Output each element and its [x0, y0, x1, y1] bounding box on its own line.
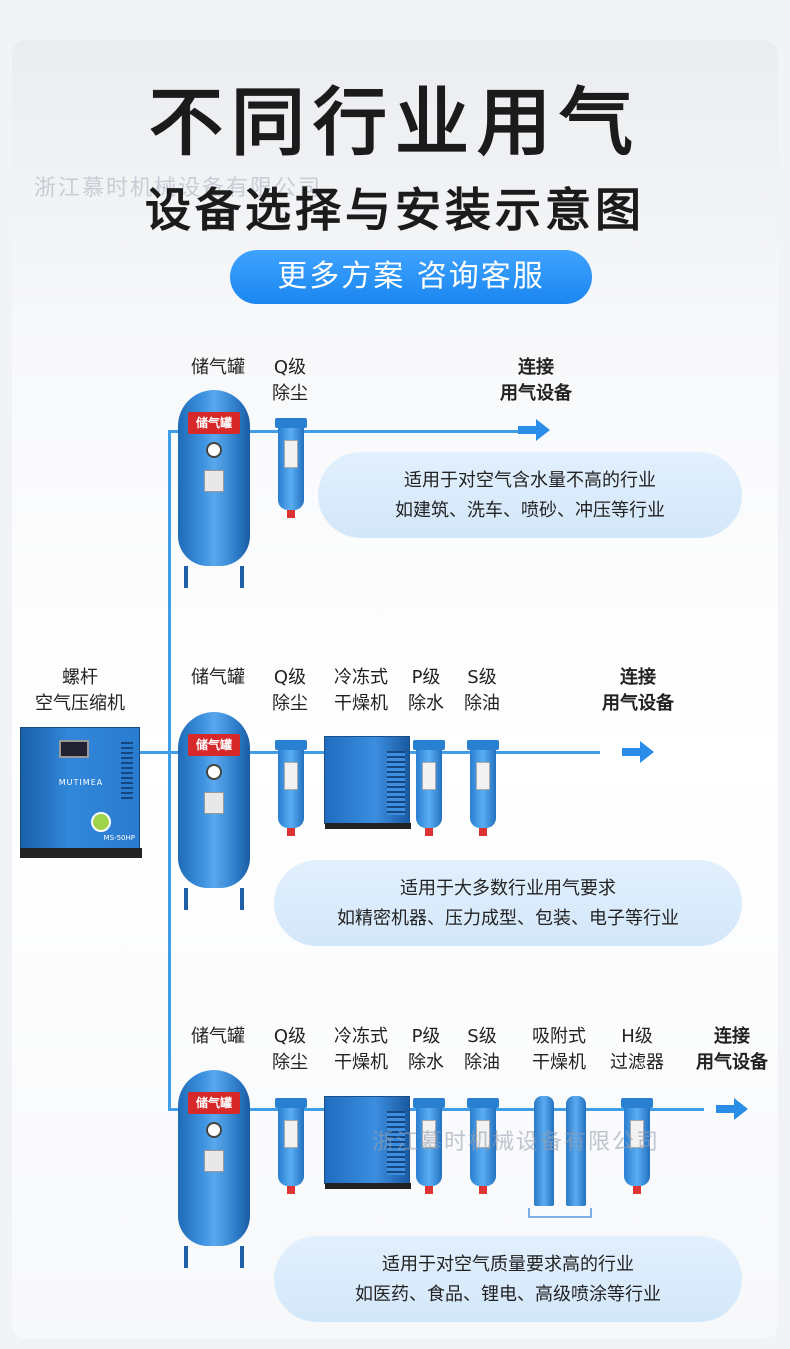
dryer-grill [387, 751, 405, 815]
drain-valve-icon [287, 510, 295, 518]
compressor-base [20, 848, 142, 858]
row3-tank-legs [184, 1246, 244, 1268]
row3-tank-tag: 储气罐 [188, 1092, 240, 1114]
filter-label [284, 1120, 298, 1148]
row3-q-filter [275, 1098, 307, 1194]
row2-label-s: S级 除油 [464, 667, 500, 714]
nameplate [204, 470, 224, 492]
row3-p-filter [413, 1098, 445, 1194]
filter-label [422, 1120, 436, 1148]
screw-compressor: MUTIMEA MS-50HP [20, 727, 142, 858]
filter-label [476, 1120, 490, 1148]
row3-right-arrow-icon [716, 1098, 748, 1120]
row3-label-dryer: 冷冻式 干燥机 [334, 1026, 388, 1073]
row2-label-p: P级 除水 [408, 667, 444, 714]
drain-valve-icon [425, 1186, 433, 1194]
row2-label-dryer: 冷冻式 干燥机 [334, 667, 388, 714]
drain-valve-icon [287, 1186, 295, 1194]
page-title: 不同行业用气 [149, 80, 641, 166]
nameplate [204, 1150, 224, 1172]
row2-tank-tag: 储气罐 [188, 734, 240, 756]
row3-s-filter [467, 1098, 499, 1194]
row2-s-filter [467, 740, 499, 836]
row1-right-arrow-icon [518, 419, 550, 441]
row2-connect-label: 连接 用气设备 [602, 667, 674, 714]
row2-right-arrow-icon [622, 741, 654, 763]
dryer-grill [387, 1111, 405, 1175]
dryer-base [325, 823, 411, 829]
row3-h-filter [621, 1098, 653, 1194]
row1-q-filter [275, 418, 307, 518]
row1-label-q: Q级 除尘 [272, 357, 308, 404]
filter-label [284, 762, 298, 790]
row2-refrigerated-dryer [324, 736, 411, 829]
nameplate [204, 792, 224, 814]
row3-desc-line2: 如医药、食品、锂电、高级喷涂等行业 [355, 1284, 661, 1305]
row1-pipe [168, 430, 518, 433]
eco-logo-icon [91, 812, 111, 832]
row1-description: 适用于对空气含水量不高的行业 如建筑、洗车、喷砂、冲压等行业 [318, 452, 742, 538]
page-subtitle: 设备选择与安装示意图 [145, 183, 645, 237]
adsorption-column-left [534, 1096, 554, 1206]
main-vertical-pipe [168, 430, 171, 1111]
row1-desc-line1: 适用于对空气含水量不高的行业 [404, 470, 656, 491]
watermark-top: 浙江慕时机械设备有限公司 [34, 176, 323, 201]
adsorption-frame [528, 1208, 592, 1218]
pressure-gauge-icon [206, 764, 222, 780]
row3-label-tank: 储气罐 [191, 1026, 245, 1047]
row1-tank-tag: 储气罐 [188, 412, 240, 434]
control-panel [59, 740, 89, 758]
pressure-gauge-icon [206, 442, 222, 458]
row3-connect-label: 连接 用气设备 [696, 1026, 768, 1073]
row3-air-tank: 储气罐 [178, 1070, 250, 1246]
row2-description: 适用于大多数行业用气要求 如精密机器、压力成型、包装、电子等行业 [274, 860, 742, 946]
drain-valve-icon [479, 1186, 487, 1194]
row1-tank-legs [184, 566, 244, 588]
row2-q-filter [275, 740, 307, 836]
row1-label-tank: 储气罐 [191, 357, 245, 378]
filter-label [476, 762, 490, 790]
row3-refrigerated-dryer [324, 1096, 411, 1189]
compressor-label: 螺杆 空气压缩机 [35, 667, 125, 714]
compressor-pipe [140, 751, 170, 754]
row3-label-s: S级 除油 [464, 1026, 500, 1073]
row1-connect-label: 连接 用气设备 [500, 357, 572, 404]
row2-desc-line2: 如精密机器、压力成型、包装、电子等行业 [337, 908, 679, 929]
row1-desc-line2: 如建筑、洗车、喷砂、冲压等行业 [395, 500, 665, 521]
pressure-gauge-icon [206, 1122, 222, 1138]
watermark-bottom: 浙江慕时机械设备有限公司 [372, 1130, 661, 1155]
row2-desc-line1: 适用于大多数行业用气要求 [400, 878, 616, 899]
filter-label [630, 1120, 644, 1148]
drain-valve-icon [425, 828, 433, 836]
drain-valve-icon [287, 828, 295, 836]
row1-air-tank: 储气罐 [178, 390, 250, 566]
row2-p-filter [413, 740, 445, 836]
row3-description: 适用于对空气质量要求高的行业 如医药、食品、锂电、高级喷涂等行业 [274, 1236, 742, 1322]
row3-label-p: P级 除水 [408, 1026, 444, 1073]
dryer-base [325, 1183, 411, 1189]
row2-label-q: Q级 除尘 [272, 667, 308, 714]
row2-air-tank: 储气罐 [178, 712, 250, 888]
adsorption-column-right [566, 1096, 586, 1206]
row3-label-q: Q级 除尘 [272, 1026, 308, 1073]
compressor-vent [121, 742, 133, 802]
drain-valve-icon [633, 1186, 641, 1194]
row3-desc-line1: 适用于对空气质量要求高的行业 [382, 1254, 634, 1275]
compressor-brand: MUTIMEA [58, 778, 104, 787]
row2-label-tank: 储气罐 [191, 667, 245, 688]
filter-label [422, 762, 436, 790]
row3-label-adsorption: 吸附式 干燥机 [532, 1026, 586, 1073]
row3-label-h: H级 过滤器 [610, 1026, 664, 1073]
compressor-model: MS-50HP [103, 834, 135, 842]
consult-button[interactable]: 更多方案 咨询客服 [230, 250, 592, 304]
row3-adsorption-dryer [528, 1092, 592, 1218]
drain-valve-icon [479, 828, 487, 836]
filter-label [284, 440, 298, 468]
row2-tank-legs [184, 888, 244, 910]
